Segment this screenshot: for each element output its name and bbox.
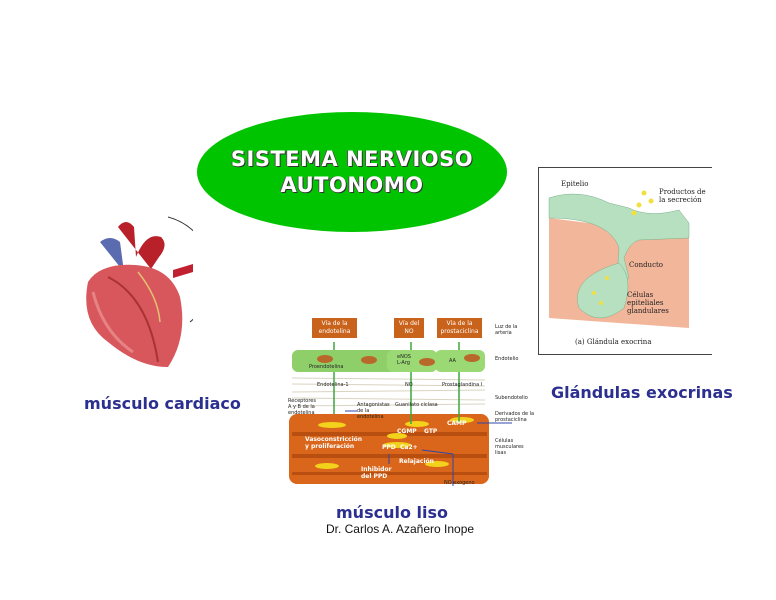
label-subendotelio: Subendotelio xyxy=(495,395,528,401)
pathway-prostacyclin: Vía de la prostaciclina xyxy=(437,318,482,338)
label-enos: eNOS L-Arg xyxy=(397,354,411,366)
label-relajacion: Relajación xyxy=(399,458,434,465)
label-cgmp: CGMP xyxy=(397,428,417,435)
pathway-no: Vía del NO xyxy=(394,318,424,338)
label-vasoconstriccion: Vasoconstricción y proliferación xyxy=(305,436,363,450)
gland-caption: (a) Glándula exocrina xyxy=(575,338,652,346)
label-aa: AA xyxy=(449,358,456,364)
label-guanilato: Guanilato ciclasa xyxy=(395,402,438,408)
label-no: NO xyxy=(405,382,413,388)
smooth-muscle-diagram: Vía de la endotelina Vía del NO Vía de l… xyxy=(287,314,537,492)
caption-exocrine-glands: Glándulas exocrinas xyxy=(551,383,733,402)
label-endotelio: Endotelio xyxy=(495,356,519,362)
caption-cardiac-muscle: músculo cardiaco xyxy=(84,394,241,413)
label-ppd: PPD xyxy=(382,444,396,451)
exocrine-gland-diagram: Epitelio Productos de la secreción Condu… xyxy=(538,167,712,355)
label-proendotelina: Proendotelina xyxy=(309,364,344,370)
label-no-exogeno: NO exógeno xyxy=(444,480,475,486)
label-derivados: Derivados de la prostaciclina xyxy=(495,411,535,423)
label-receptores: Receptores A y B de la endotelina xyxy=(288,398,316,416)
title-ellipse: SISTEMA NERVIOSO AUTONOMO xyxy=(197,112,507,232)
label-productos: Productos de la secreción xyxy=(659,188,706,204)
author: Dr. Carlos A. Azañero Inope xyxy=(325,522,475,536)
caption-smooth-muscle: músculo liso xyxy=(336,503,448,522)
label-ca: Ca2+ xyxy=(400,444,418,451)
label-epitelio: Epitelio xyxy=(561,180,589,188)
label-celulas: Células musculares lisas xyxy=(495,438,524,456)
pathway-endothelin: Vía de la endotelina xyxy=(312,318,357,338)
title-line-1: SISTEMA NERVIOSO xyxy=(230,147,474,171)
label-camp: CAMP xyxy=(447,420,467,427)
label-gtp: GTP xyxy=(424,428,438,435)
label-luz: Luz de la arteria xyxy=(495,324,518,336)
title-line-2: AUTONOMO xyxy=(280,173,424,197)
label-prostaciclina: Prostaglandina I xyxy=(442,382,483,388)
label-endotelina: Endotelina-1 xyxy=(317,382,349,388)
label-inhibidor: Inhibidor del PPD xyxy=(361,466,392,480)
label-conducto: Conducto xyxy=(629,261,664,269)
label-antagonistas: Antagonistas de la endotelina xyxy=(357,402,390,420)
label-celulas-glandulares: Células epiteliales glandulares xyxy=(627,291,669,315)
heart-image xyxy=(86,216,193,367)
